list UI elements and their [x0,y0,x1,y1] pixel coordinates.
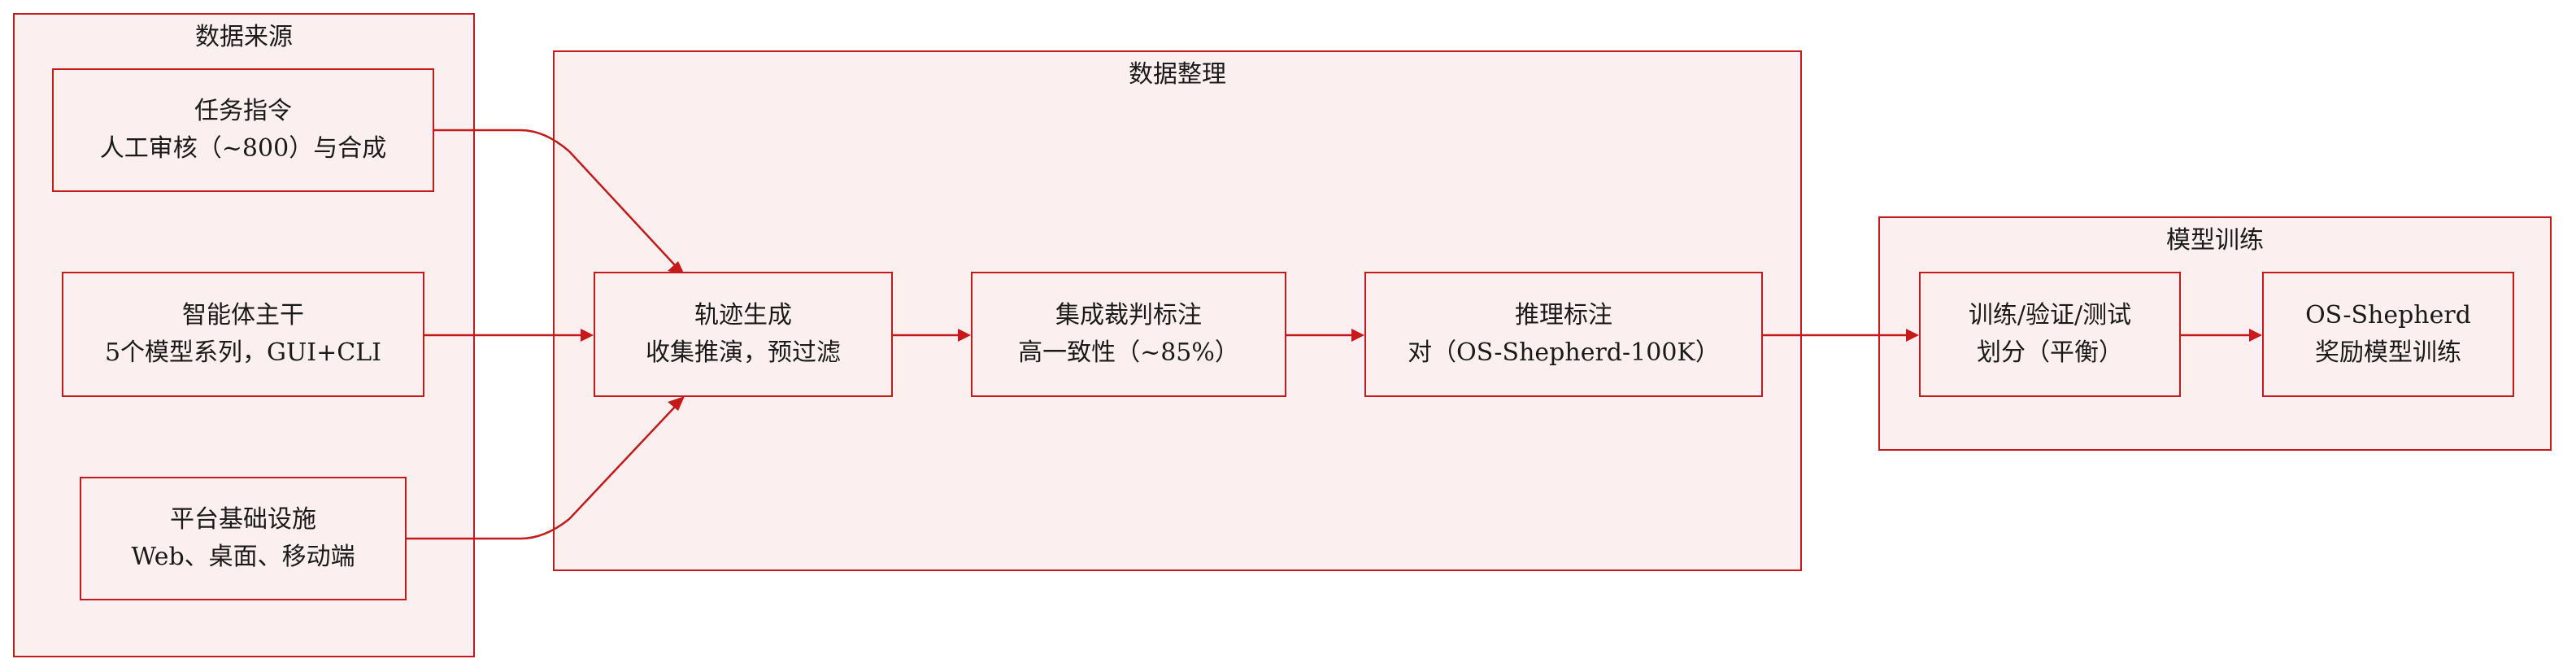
node-reasoning-annotation-title: 推理标注 [1515,301,1612,329]
node-dataset-split-detail: 划分（平衡） [1977,338,2123,367]
node-task-instructions-title: 任务指令 [194,97,292,125]
node-platform-infra-title: 平台基础设施 [170,505,316,534]
node-reward-model-training: OS-Shepherd 奖励模型训练 [2262,272,2514,397]
node-task-instructions: 任务指令 人工审核（~800）与合成 [52,68,434,192]
node-trajectory-generation-title: 轨迹生成 [694,301,792,329]
node-reward-model-training-title: OS-Shepherd [2305,301,2471,329]
node-platform-infra-detail: Web、桌面、移动端 [131,543,355,571]
node-ensemble-judge-detail: 高一致性（~85%） [1018,338,1239,367]
node-agent-backbone: 智能体主干 5个模型系列，GUI+CLI [62,272,424,397]
cluster-title-model-training: 模型训练 [2166,226,2264,255]
node-ensemble-judge: 集成裁判标注 高一致性（~85%） [971,272,1286,397]
node-trajectory-generation-detail: 收集推演，预过滤 [646,338,841,367]
node-reasoning-annotation: 推理标注 对（OS-Shepherd-100K） [1364,272,1763,397]
node-reasoning-annotation-detail: 对（OS-Shepherd-100K） [1408,338,1720,367]
node-agent-backbone-title: 智能体主干 [182,301,304,329]
node-trajectory-generation: 轨迹生成 收集推演，预过滤 [594,272,893,397]
node-ensemble-judge-title: 集成裁判标注 [1055,301,1202,329]
node-dataset-split-title: 训练/验证/测试 [1968,301,2132,329]
cluster-title-data-source: 数据来源 [195,23,293,51]
cluster-title-data-curation: 数据整理 [1129,60,1226,89]
node-platform-infra: 平台基础设施 Web、桌面、移动端 [80,477,407,600]
node-agent-backbone-detail: 5个模型系列，GUI+CLI [104,338,382,367]
node-task-instructions-detail: 人工审核（~800）与合成 [99,134,387,163]
node-dataset-split: 训练/验证/测试 划分（平衡） [1919,272,2181,397]
node-reward-model-training-detail: 奖励模型训练 [2315,338,2461,367]
